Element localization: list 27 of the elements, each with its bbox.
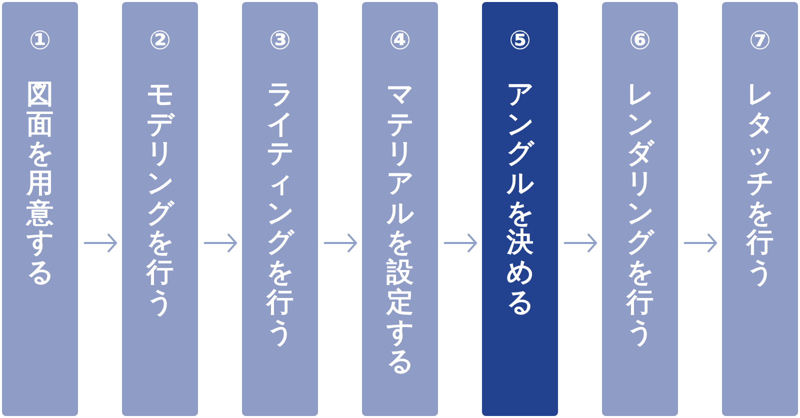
step-box bbox=[242, 2, 318, 416]
step-label: マテリアルを設定する bbox=[386, 80, 414, 377]
step-box bbox=[602, 2, 678, 416]
step-number: ⑤ bbox=[508, 28, 531, 54]
arrow bbox=[444, 233, 477, 253]
step-number: ④ bbox=[388, 28, 411, 54]
step-label: 図面を用意する bbox=[26, 80, 54, 288]
step-number: ② bbox=[148, 28, 171, 54]
step-label: アングルを決める bbox=[506, 80, 534, 318]
step-label: モデリングを行う bbox=[146, 80, 174, 318]
step-number: ③ bbox=[268, 28, 291, 54]
step-label: ライティングを行う bbox=[266, 80, 294, 348]
step-number: ⑦ bbox=[748, 28, 771, 54]
arrow bbox=[84, 233, 117, 253]
step-number: ① bbox=[28, 28, 51, 54]
step-box bbox=[722, 2, 798, 416]
step-box bbox=[2, 2, 78, 416]
step-box bbox=[362, 2, 438, 416]
arrow bbox=[324, 233, 357, 253]
step-number: ⑥ bbox=[628, 28, 651, 54]
step-label: レンダリングを行う bbox=[626, 80, 654, 348]
step-box bbox=[122, 2, 198, 416]
arrow bbox=[564, 233, 597, 253]
step-box bbox=[482, 2, 558, 416]
arrow bbox=[204, 233, 237, 253]
step-label: レタッチを行う bbox=[746, 80, 774, 288]
arrow bbox=[684, 233, 717, 253]
